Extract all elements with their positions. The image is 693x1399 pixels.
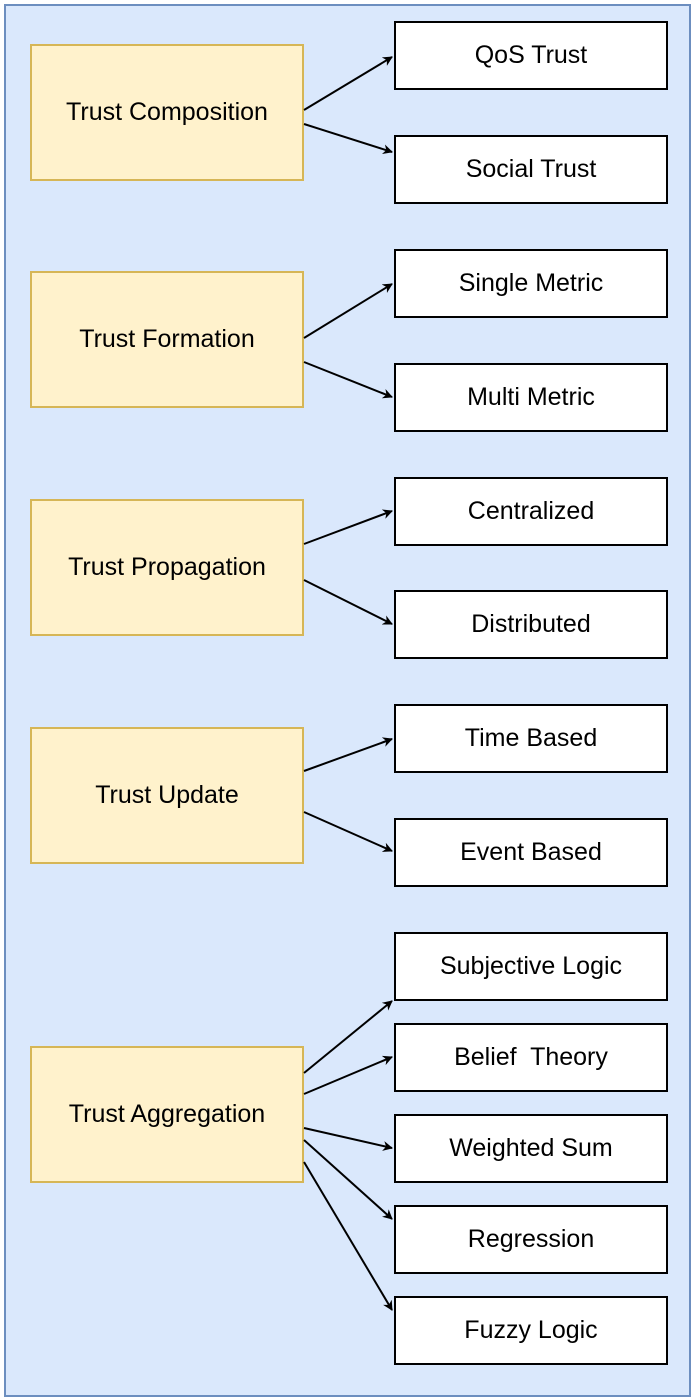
fuzzy-logic-box: Fuzzy Logic xyxy=(394,1296,668,1365)
belief-theory-box: Belief Theory xyxy=(394,1023,668,1092)
arrow-aggregation-fuzzy xyxy=(303,1161,393,1311)
single-metric-box: Single Metric xyxy=(394,249,668,318)
weighted-sum-box: Weighted Sum xyxy=(394,1114,668,1183)
multi-metric-box: Multi Metric xyxy=(394,363,668,432)
arrow-update-time xyxy=(303,737,393,772)
arrow-propagation-centralized xyxy=(303,509,393,545)
arrow-composition-qos xyxy=(303,56,393,111)
trust-propagation-box: Trust Propagation xyxy=(30,499,304,636)
trust-formation-box: Trust Formation xyxy=(30,271,304,408)
arrow-formation-multi xyxy=(303,361,393,399)
qos-trust-box: QoS Trust xyxy=(394,21,668,90)
distributed-box: Distributed xyxy=(394,590,668,659)
trust-update-box: Trust Update xyxy=(30,727,304,864)
event-based-box: Event Based xyxy=(394,818,668,887)
arrow-aggregation-belief xyxy=(303,1055,393,1095)
time-based-box: Time Based xyxy=(394,704,668,773)
social-trust-box: Social Trust xyxy=(394,135,668,204)
centralized-box: Centralized xyxy=(394,477,668,546)
arrow-aggregation-regression xyxy=(303,1139,393,1220)
arrow-composition-social xyxy=(303,123,393,155)
arrow-update-event xyxy=(303,811,393,852)
arrow-aggregation-subjective xyxy=(303,1000,393,1074)
arrow-formation-single xyxy=(303,283,393,339)
trust-aggregation-box: Trust Aggregation xyxy=(30,1046,304,1183)
arrow-propagation-distributed xyxy=(303,579,393,625)
trust-composition-box: Trust Composition xyxy=(30,44,304,181)
subjective-logic-box: Subjective Logic xyxy=(394,932,668,1001)
regression-box: Regression xyxy=(394,1205,668,1274)
arrow-aggregation-weighted xyxy=(303,1127,393,1151)
